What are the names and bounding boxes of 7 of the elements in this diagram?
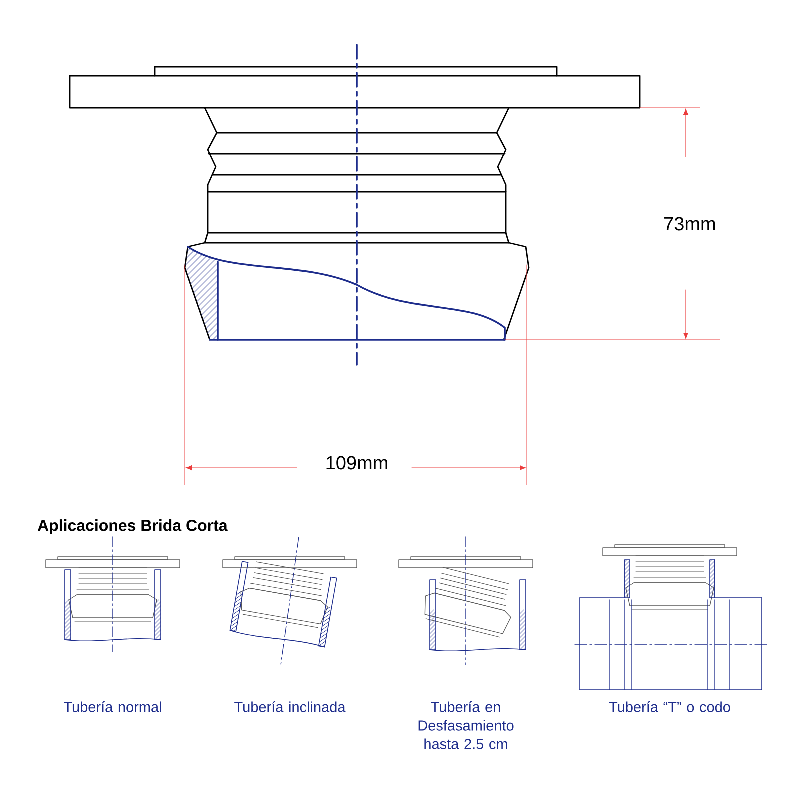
section-heading: Aplicaciones Brida Corta	[38, 520, 228, 534]
caption: Tubería en Desfasamiento hasta 2.5 cm	[418, 702, 514, 750]
caption: Tubería “T” o codo	[609, 702, 730, 712]
caption: Tubería inclinada	[234, 702, 346, 712]
dimension-label: 109mm	[326, 456, 388, 470]
dimension-label: 73mm	[664, 217, 716, 231]
caption: Tubería normal	[64, 702, 162, 712]
